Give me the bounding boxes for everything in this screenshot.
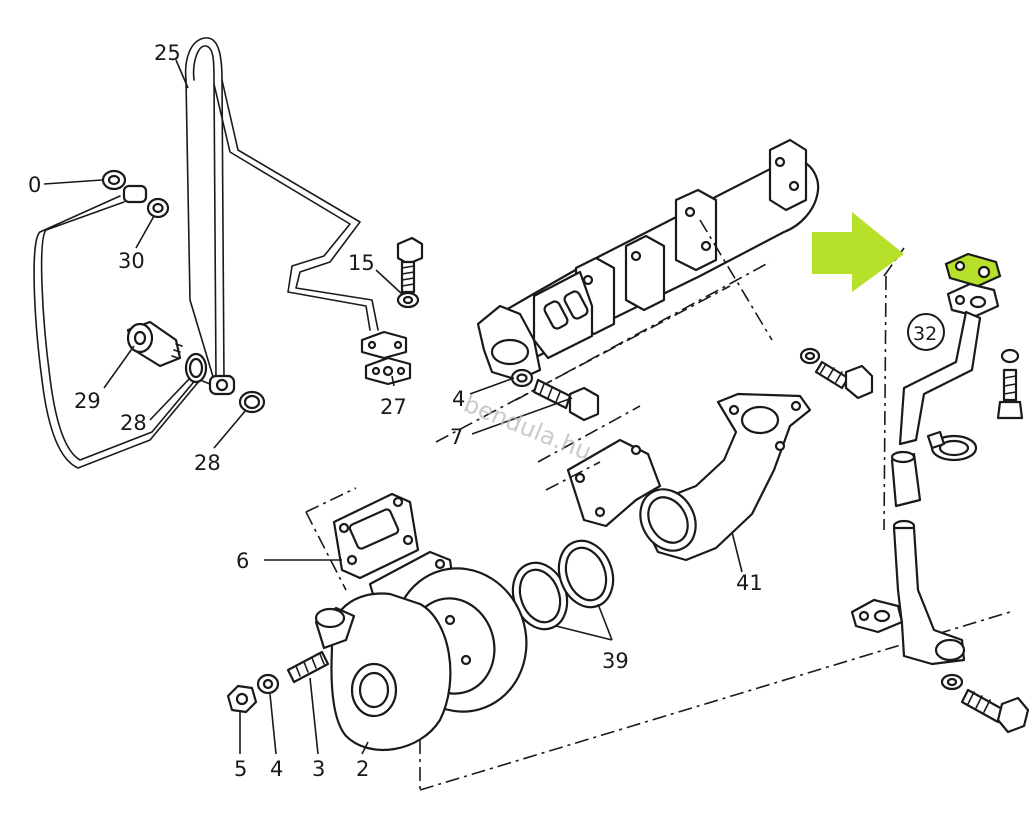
washer-15	[396, 291, 420, 309]
seal-rings-39	[511, 539, 615, 631]
label-41: 41	[736, 571, 763, 595]
bolt-return	[996, 348, 1024, 420]
label-3: 3	[312, 757, 325, 781]
return-pipe-lower	[892, 519, 966, 666]
washer-30	[146, 197, 170, 219]
label-32: 32	[913, 323, 937, 345]
flange-return-top	[946, 282, 1000, 318]
label-0: 0	[28, 173, 41, 197]
washer-0	[101, 169, 127, 191]
label-5: 5	[234, 757, 247, 781]
label-2: 2	[356, 757, 369, 781]
stud-3	[286, 650, 330, 684]
label-29: 29	[74, 389, 101, 413]
exhaust-manifold	[435, 138, 820, 443]
label-27: 27	[380, 395, 407, 419]
label-25: 25	[154, 41, 181, 65]
seal-ring-28b	[238, 390, 266, 414]
label-4-upper: 4	[452, 387, 465, 411]
washer-return-bottom	[940, 673, 964, 691]
hose	[890, 450, 922, 508]
label-30: 30	[118, 249, 145, 273]
banjo-fitting-top	[122, 184, 148, 204]
label-28a: 28	[120, 411, 147, 435]
bolt-return-bottom	[960, 688, 1030, 734]
flange-27	[360, 330, 412, 386]
bolt-upper-right	[814, 360, 874, 400]
highlight-arrow-icon	[812, 212, 904, 292]
label-28b: 28	[194, 451, 221, 475]
flange-return-bottom	[850, 598, 904, 634]
nut-5	[226, 684, 258, 714]
washer-upper-right	[799, 347, 821, 365]
banjo-fitting-bottom	[208, 374, 236, 396]
banjo-bolt-29	[126, 320, 183, 368]
seal-ring-28a	[184, 352, 208, 384]
label-15: 15	[348, 251, 375, 275]
label-7: 7	[450, 425, 463, 449]
bolt-15	[396, 236, 424, 294]
washer-4-upper	[510, 368, 534, 388]
label-4-lower: 4	[270, 757, 283, 781]
turbocharger-2	[314, 550, 528, 752]
label-6: 6	[236, 549, 249, 573]
washer-4-lower	[256, 673, 280, 695]
bolt-7	[532, 378, 600, 422]
gasket-highlighted	[944, 252, 1002, 288]
label-39: 39	[602, 649, 629, 673]
exhaust-elbow-41	[537, 392, 812, 562]
leader-lines	[43, 59, 743, 755]
gasket-6	[305, 487, 420, 591]
callout-32: 32	[907, 313, 945, 351]
return-pipe-upper	[898, 310, 982, 446]
hose-clamp	[926, 430, 978, 462]
oil-feed-pipe	[33, 37, 379, 469]
